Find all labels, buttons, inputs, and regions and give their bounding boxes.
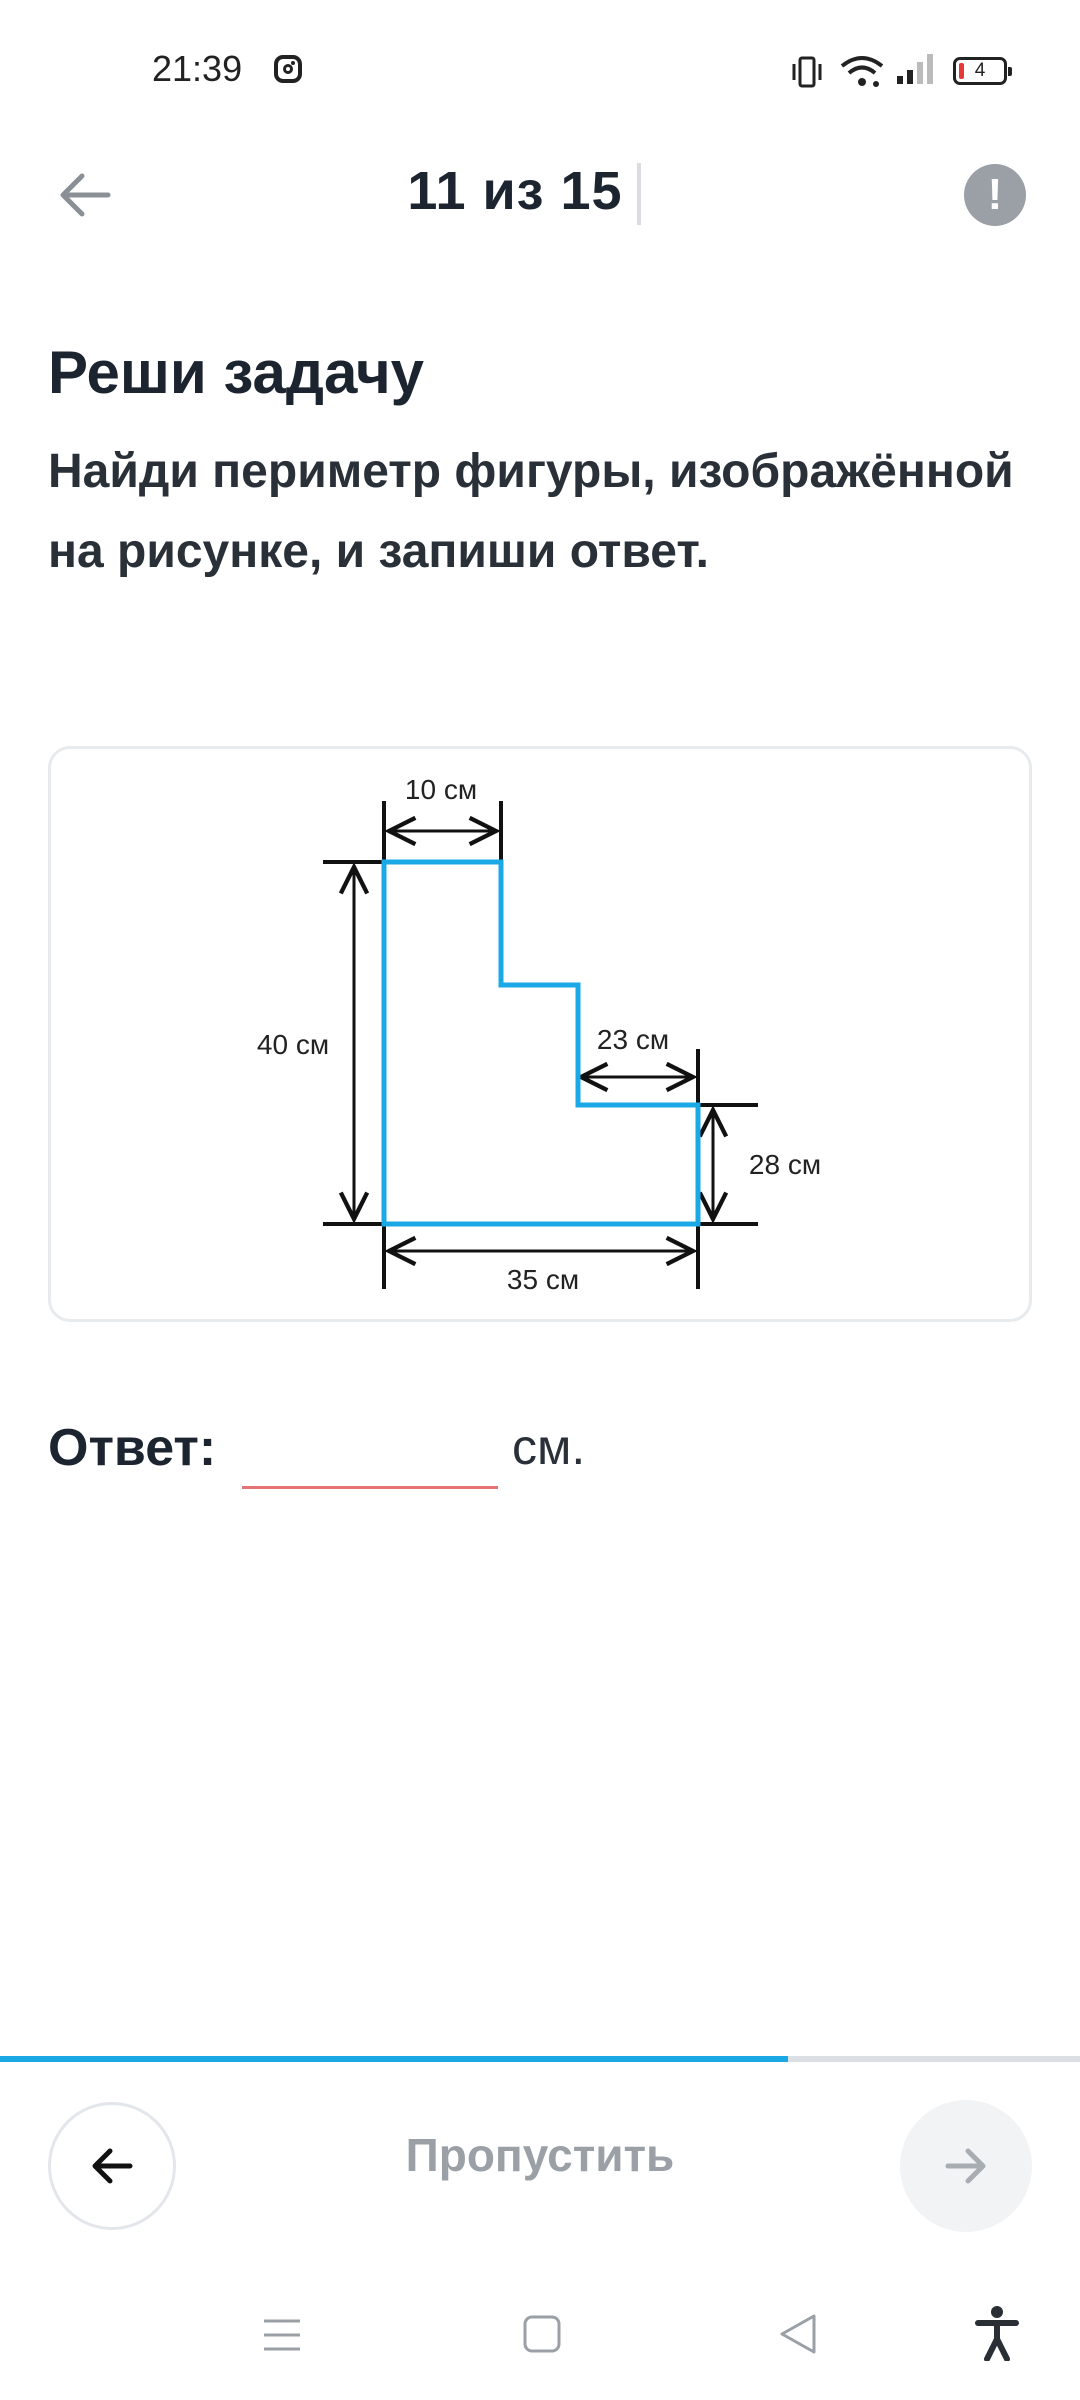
back-triangle-icon[interactable] [778, 2312, 818, 2356]
dimension-arrows [354, 831, 713, 1251]
answer-label: Ответ: [48, 1419, 217, 1477]
question-counter: 11 из 15 [407, 161, 623, 221]
instagram-icon [274, 55, 302, 83]
signal-icon [897, 54, 933, 84]
label-left: 40 см [257, 1029, 329, 1060]
skip-button[interactable]: Пропустить [405, 2129, 675, 2181]
wifi-icon [840, 56, 884, 87]
status-time: 21:39 [152, 48, 243, 89]
figure-diagram: 10 см 40 см 23 см 28 см 35 см [257, 774, 821, 1295]
text-cursor [637, 163, 641, 225]
progress-fill [0, 2056, 789, 2062]
progress-bar [0, 2056, 1080, 2062]
label-bottom: 35 см [507, 1264, 579, 1295]
answer-unit: см. [512, 1419, 586, 1475]
figure-card: 10 см 40 см 23 см 28 см 35 см [48, 746, 1032, 1322]
arrow-left-icon [60, 173, 111, 217]
arrow-left-icon [92, 2148, 133, 2184]
menu-icon[interactable] [262, 2315, 302, 2355]
task-text: Найди периметр фигуры, изображённой на р… [48, 445, 1014, 578]
arrow-right-icon [945, 2148, 986, 2184]
exclamation-icon: ! [987, 170, 1003, 219]
report-button[interactable]: ! [964, 164, 1026, 226]
back-button[interactable] [50, 160, 120, 230]
accessibility-icon[interactable] [975, 2305, 1019, 2361]
figure-shape [381, 859, 701, 1227]
label-step: 23 см [597, 1024, 669, 1055]
extension-lines [323, 801, 758, 1289]
home-icon[interactable] [522, 2314, 562, 2354]
next-button[interactable] [900, 2100, 1032, 2232]
label-right: 28 см [749, 1149, 821, 1180]
battery-icon: 4 [953, 57, 1012, 85]
answer-input[interactable] [242, 1410, 498, 1489]
task-title: Реши задачу [48, 339, 425, 406]
vibrate-icon [792, 56, 822, 88]
label-top: 10 см [405, 774, 477, 805]
previous-button[interactable] [48, 2102, 176, 2230]
